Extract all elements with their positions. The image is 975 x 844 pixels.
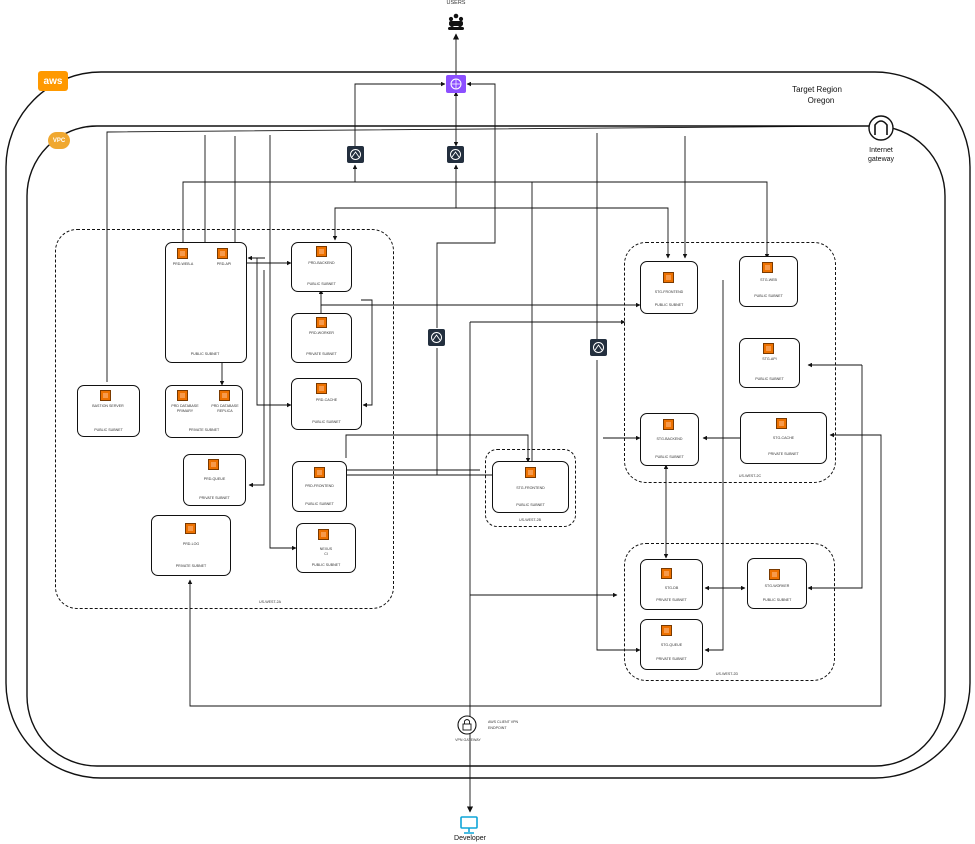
instance-name: PRD DATABASE REPLICA xyxy=(211,404,239,413)
aws-cloud-boundary xyxy=(5,71,971,779)
instance-card-stg-frontend[interactable] xyxy=(640,261,698,314)
ec2-instance-icon xyxy=(314,467,325,478)
cloudfront-icon xyxy=(446,75,466,93)
region-name: Target Region xyxy=(792,85,842,94)
instance-name: STG-BACKEND xyxy=(656,437,683,441)
subnet-label: PRIVATE SUBNET xyxy=(656,657,687,661)
instance-name: PRD-WEB-A xyxy=(172,262,194,266)
internet-gateway-label-2: gateway xyxy=(867,156,895,163)
ec2-instance-icon xyxy=(208,459,219,470)
users-icon xyxy=(448,13,464,30)
developer-label: Developer xyxy=(454,835,486,842)
subnet-label: PUBLIC SUBNET xyxy=(94,428,123,432)
az-label: US-WEST-2A xyxy=(259,600,281,604)
ec2-instance-icon xyxy=(177,248,188,259)
instance-name: PRD-LOG xyxy=(182,542,200,546)
connectors xyxy=(106,33,882,813)
ec2-instance-icon xyxy=(316,383,327,394)
instance-name: STG-FRONTEND xyxy=(516,486,545,490)
vpc-boundary xyxy=(26,125,946,767)
users-label: USERS xyxy=(446,0,466,6)
instance-name: PRD-WORKER xyxy=(309,331,334,335)
instance-name: STG-DB xyxy=(664,586,679,590)
region-location: Oregon xyxy=(807,96,835,105)
instance-card-stg-worker[interactable] xyxy=(747,558,807,609)
subnet-label: PUBLIC SUBNET xyxy=(654,303,684,307)
subnet-label: PUBLIC SUBNET xyxy=(305,502,334,506)
ec2-instance-icon xyxy=(100,390,111,401)
instance-card-stg-db[interactable] xyxy=(640,559,703,610)
vpn-gateway-label: VPN GATEWAY xyxy=(455,738,481,742)
instance-name: STG-WORKER xyxy=(764,584,790,588)
load-balancer-icon xyxy=(347,146,364,163)
instance-name: PRD-API xyxy=(216,262,232,266)
subnet-label: PRIVATE SUBNET xyxy=(768,452,799,456)
subnet-label: PRIVATE SUBNET xyxy=(306,352,337,356)
subnet-label: PUBLIC SUBNET xyxy=(755,377,784,381)
availability-zone-left xyxy=(55,229,394,609)
availability-zone-middle xyxy=(485,449,576,527)
az-label: US-WEST-2D xyxy=(715,672,739,676)
subnet-label: PUBLIC SUBNET xyxy=(754,294,783,298)
subnet-label: PUBLIC SUBNET xyxy=(762,598,792,602)
internet-gateway-icon xyxy=(868,115,894,141)
instance-name: STG-API xyxy=(762,357,777,361)
availability-zone-right-bottom xyxy=(624,543,835,681)
ec2-instance-icon xyxy=(177,390,188,401)
developer-workstation-icon xyxy=(460,816,478,834)
ec2-instance-icon xyxy=(663,419,674,430)
az-label: US-WEST-2C xyxy=(738,474,762,478)
ec2-instance-icon xyxy=(316,317,327,328)
subnet-label: PUBLIC SUBNET xyxy=(312,420,341,424)
subnet-label: PRIVATE SUBNET xyxy=(656,598,687,602)
subnet-label: PRIVATE SUBNET xyxy=(188,428,220,432)
instance-name: PRD DATABASE PRIMARY xyxy=(171,404,199,413)
aws-logo: aws xyxy=(38,71,68,91)
load-balancer-icon xyxy=(590,339,607,356)
vpn-endpoint-label: AWS CLIENT VPN xyxy=(488,720,519,724)
instance-name: STG-QUEUE xyxy=(660,643,683,647)
internet-gateway-label: Internet xyxy=(869,147,893,154)
instance-card-prd-frontend[interactable] xyxy=(292,461,347,512)
ec2-instance-icon xyxy=(316,246,327,257)
instance-name: PRD-CACHE xyxy=(315,398,338,402)
instance-name: PRD-FRONTEND xyxy=(305,484,334,488)
ec2-instance-icon xyxy=(525,467,536,478)
vpn-endpoint-icon xyxy=(457,715,477,735)
instance-name: NEXUS xyxy=(319,547,333,551)
load-balancer-icon xyxy=(447,146,464,163)
subnet-label: PRIVATE SUBNET xyxy=(175,564,207,568)
az-label: US-WEST-2B xyxy=(519,518,541,522)
subnet-label: PRIVATE SUBNET xyxy=(199,496,230,500)
ec2-instance-icon xyxy=(762,262,773,273)
load-balancer-icon xyxy=(428,329,445,346)
ec2-instance-icon xyxy=(661,625,672,636)
subnet-label: PUBLIC SUBNET xyxy=(655,455,684,459)
instance-name: STG-WEB xyxy=(760,278,777,282)
instance-name: STG-CACHE xyxy=(772,436,795,440)
instance-name: PRD-BACKEND xyxy=(308,261,335,265)
ec2-instance-icon xyxy=(318,529,329,540)
instance-name: PRD-QUEUE xyxy=(203,477,226,481)
availability-zone-right-top xyxy=(624,242,836,483)
ec2-instance-icon xyxy=(769,569,780,580)
subnet-label: PUBLIC SUBNET xyxy=(307,282,336,286)
ec2-instance-icon xyxy=(217,248,228,259)
ec2-instance-icon xyxy=(219,390,230,401)
ec2-instance-icon xyxy=(185,523,196,534)
instance-name: STG-FRONTEND xyxy=(654,290,684,294)
ec2-instance-icon xyxy=(776,418,787,429)
subnet-label: PUBLIC SUBNET xyxy=(190,352,220,356)
instance-name-2: CI xyxy=(324,552,328,556)
ec2-instance-icon xyxy=(661,568,672,579)
subnet-label: PUBLIC SUBNET xyxy=(516,503,545,507)
public-subnet-web-api xyxy=(165,242,247,363)
ec2-instance-icon xyxy=(763,343,774,354)
instance-name: BASTION SERVER xyxy=(92,404,124,408)
vpn-endpoint-label-2: ENDPOINT xyxy=(488,726,507,730)
vpc-cloud-icon: VPC xyxy=(48,132,70,149)
ec2-instance-icon xyxy=(663,272,674,283)
subnet-label: PUBLIC SUBNET xyxy=(311,563,341,567)
